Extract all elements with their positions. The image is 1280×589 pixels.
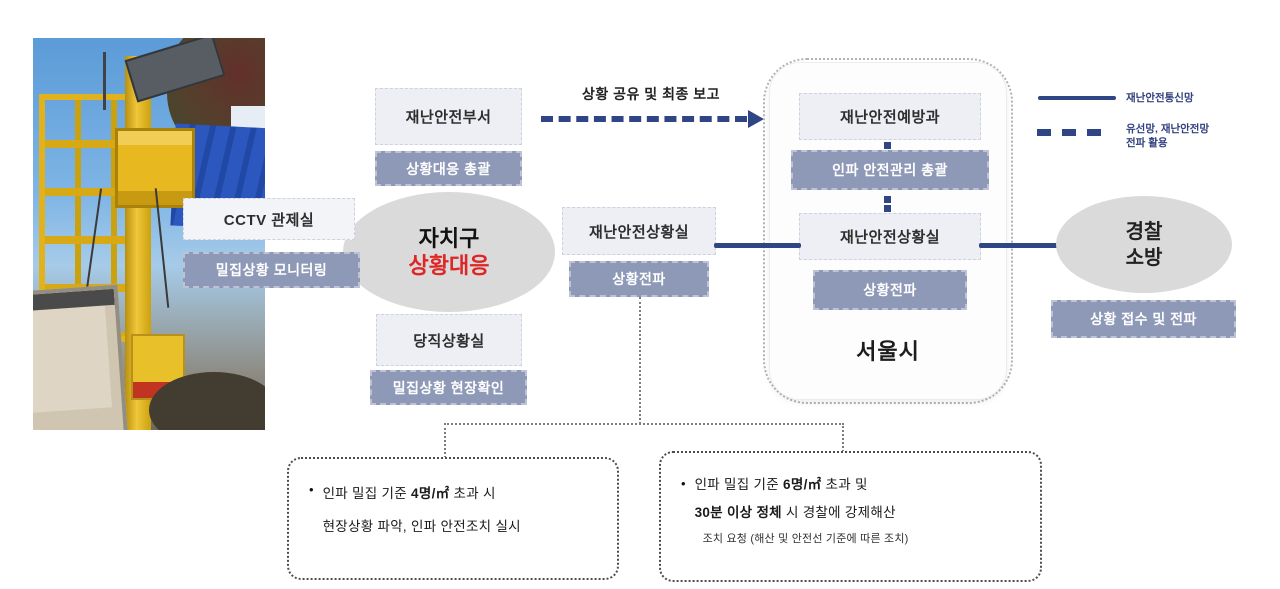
police-label: 경찰 [1125, 220, 1163, 243]
district-situation-room-box: 재난안전상황실 [562, 207, 716, 255]
connector-dot [884, 196, 891, 203]
seoul-container-border [763, 58, 1013, 404]
district-situation-badge: 상황전파 [569, 261, 709, 297]
disaster-safety-dept-box: 재난안전부서 [375, 88, 522, 145]
callout-connector-horizontal [444, 423, 844, 425]
disaster-safety-dept-badge-label: 상황대응 총괄 [406, 160, 491, 177]
duty-room-badge-label: 밀집상황 현장확인 [392, 379, 505, 396]
seoul-label: 서울시 [856, 339, 920, 364]
callout-left-line2: 현장상황 파악, 인파 안전조치 실시 [322, 519, 521, 535]
crowd-threshold-callout-right: • 인파 밀집 기준 6명/㎡ 초과 및 30분 이상 정체 시 경찰에 강제해… [659, 451, 1042, 582]
connector-dot [884, 142, 891, 149]
report-arrow-label: 상황 공유 및 최종 보고 [582, 86, 720, 102]
legend-solid-label: 재난안전통신망 [1126, 92, 1194, 104]
callout-left-line1: 인파 밀집 기준 4명/㎡ 초과 시 [322, 486, 496, 501]
district-hub-ellipse: 자치구 상황대응 [343, 192, 555, 312]
fire-label: 소방 [1125, 246, 1163, 269]
prevention-division-badge-label: 인파 안전관리 총괄 [832, 162, 948, 178]
bullet-icon: • [681, 476, 686, 491]
legend-solid-line [1038, 96, 1116, 100]
disaster-safety-dept-title: 재난안전부서 [405, 109, 492, 126]
connector-dot [884, 205, 891, 212]
district-hub-line2: 상황대응 [408, 253, 490, 278]
bullet-icon: • [309, 482, 314, 497]
crowd-threshold-callout-left: • 인파 밀집 기준 4명/㎡ 초과 시 현장상황 파악, 인파 안전조치 실시 [287, 457, 619, 580]
report-dashed-arrow [541, 116, 747, 122]
cctv-room-box: CCTV 관제실 [183, 198, 355, 240]
district-hub-line1: 자치구 [418, 225, 480, 251]
disaster-safety-dept-badge: 상황대응 총괄 [375, 151, 522, 186]
seoul-situation-room-box: 재난안전상황실 [799, 213, 981, 260]
callout-left-text: 인파 밀집 기준 4명/㎡ 초과 시 현장상황 파악, 인파 안전조치 실시 [323, 477, 521, 570]
prevention-division-box: 재난안전예방과 [799, 93, 981, 140]
district-situation-room-title: 재난안전상황실 [588, 223, 690, 241]
legend-dashed-label-line1: 유선망, 재난안전망 [1126, 123, 1210, 135]
line-seoul-to-police [979, 243, 1059, 248]
prevention-division-title: 재난안전예방과 [839, 109, 941, 126]
cctv-room-badge-label: 밀집상황 모니터링 [215, 262, 328, 278]
duty-room-box: 당직상황실 [376, 314, 522, 366]
cctv-room-title: CCTV 관제실 [223, 211, 315, 229]
callout-right-line3: 조치 요청 (해산 및 안전선 기준에 따른 조치) [702, 532, 909, 545]
district-situation-badge-label: 상황전파 [612, 271, 666, 287]
seoul-situation-badge: 상황전파 [813, 270, 967, 310]
ground-bush [149, 372, 265, 430]
antenna [103, 52, 106, 110]
police-fire-ellipse: 경찰 소방 [1056, 196, 1232, 293]
cctv-tower-photo [33, 38, 265, 430]
seoul-situation-room-title: 재난안전상황실 [839, 229, 941, 246]
callout-connector-stub-right [842, 423, 844, 452]
duty-room-title: 당직상황실 [413, 332, 485, 350]
legend-dashed-line [1037, 129, 1101, 136]
callout-connector-stub-left [444, 423, 446, 458]
arrow-head-right-icon [748, 110, 764, 128]
callout-right-line1: 인파 밀집 기준 6명/㎡ 초과 및 [694, 477, 868, 492]
police-fire-badge-label: 상황 접수 및 전파 [1090, 311, 1197, 327]
camera-equipment-box [115, 128, 195, 208]
line-district-to-seoul [714, 243, 801, 248]
seoul-situation-badge-label: 상황전파 [863, 282, 917, 298]
callout-right-line2: 30분 이상 정체 시 경찰에 강제해산 [694, 505, 896, 521]
map-signboard [33, 284, 129, 430]
legend-dashed-label-line2: 전파 활용 [1126, 137, 1168, 150]
duty-room-badge: 밀집상황 현장확인 [370, 370, 527, 405]
prevention-division-badge: 인파 안전관리 총괄 [791, 150, 989, 190]
cctv-room-badge: 밀집상황 모니터링 [183, 252, 360, 288]
legend-dashed-label: 유선망, 재난안전망 전파 활용 [1126, 122, 1209, 150]
callout-connector-vertical [639, 297, 641, 424]
callout-right-text: 인파 밀집 기준 6명/㎡ 초과 및 30분 이상 정체 시 경찰에 강제해산 … [695, 471, 909, 572]
police-fire-badge: 상황 접수 및 전파 [1051, 300, 1236, 338]
